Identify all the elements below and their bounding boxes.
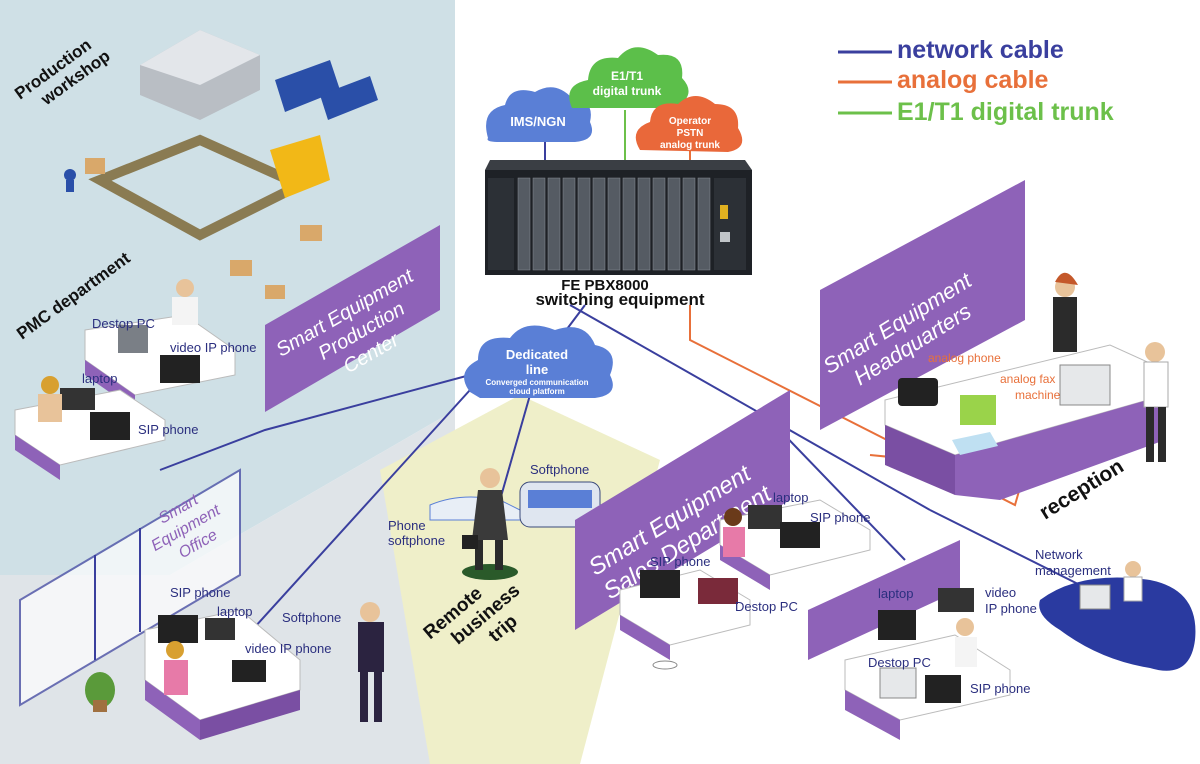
legend-analog-label: analog cable: [897, 66, 1049, 94]
legend-network-label: network cable: [897, 36, 1064, 64]
office-video-phone-label: video IP phone: [245, 641, 332, 656]
network-cable-to-mgmt: [929, 509, 1091, 591]
dedicated-line-label-1: Dedicated: [506, 347, 568, 362]
network-cable-to-pmc: [159, 374, 471, 471]
br-laptop-label: laptop: [878, 586, 913, 601]
sales-laptop-label: laptop: [773, 490, 808, 505]
e1t1-cloud-label-2: digital trunk: [593, 84, 662, 98]
trip-phone-softphone-label-1: Phone: [388, 518, 426, 533]
legend-trunk-label: E1/T1 digital trunk: [897, 98, 1114, 126]
office-illustration: [19, 468, 384, 740]
pmc-sip-phone-label: SIP phone: [138, 422, 198, 437]
trip-softphone-label: Softphone: [530, 462, 589, 477]
pstn-cloud: Operator PSTN analog trunk: [635, 96, 743, 152]
dedicated-line-label-2: line: [526, 362, 548, 377]
br-video-label-1: video: [985, 585, 1016, 600]
branch-desk: [844, 588, 1011, 740]
headquarters-wall: Smart Equipment Headquarters: [819, 180, 1025, 430]
sales-desktop-pc-label: Destop PC: [735, 599, 798, 614]
office-zone-bg: [0, 410, 455, 764]
pbx-device-name: FE PBX8000: [561, 277, 649, 294]
ims-cloud: IMS/NGN: [486, 87, 593, 142]
network-management-illustration: [1039, 561, 1196, 671]
pstn-cloud-label-3: analog trunk: [660, 140, 720, 151]
ims-cloud-label: IMS/NGN: [510, 114, 566, 129]
br-desktop-pc-label: Destop PC: [868, 655, 931, 670]
production-workshop-illustration: [64, 30, 378, 299]
dedicated-line-label-3: Converged communication: [485, 378, 588, 387]
sales-desks: [619, 499, 871, 670]
branch-wall: [808, 540, 960, 660]
e1t1-cloud-label-1: E1/T1: [611, 69, 643, 83]
sales-sip-phone-label: SIP phone: [810, 510, 870, 525]
br-sip-phone-label: SIP phone: [970, 681, 1030, 696]
pmc-desks: [14, 279, 236, 480]
pstn-cloud-label-1: Operator: [669, 116, 711, 127]
e1t1-cloud: E1/T1 digital trunk: [569, 47, 689, 108]
sales-sip-phone-2-label: SIP phone: [650, 554, 710, 569]
production-center-wall: Smart Equipment Production Center: [265, 225, 440, 412]
legend: network cable analog cable E1/T1 digital…: [838, 36, 1114, 126]
dedicated-line-cloud: Dedicated line Converged communication c…: [464, 325, 613, 398]
office-sip-phone-label: SIP phone: [170, 585, 230, 600]
pbx-device: FE PBX8000 switching equipment: [485, 160, 752, 309]
pmc-video-phone-label: video IP phone: [170, 340, 257, 355]
pstn-cloud-label-2: PSTN: [677, 128, 704, 139]
net-mgmt-label-1: Network: [1035, 547, 1083, 562]
network-cable-to-sales: [569, 304, 931, 511]
hq-analog-fax-label-2: machine: [1015, 388, 1061, 402]
hq-analog-phone-label: analog phone: [928, 351, 1001, 365]
network-cable-sales-desk: [769, 419, 906, 561]
pmc-laptop-label: laptop: [82, 371, 117, 386]
dedicated-line-label-4: cloud platform: [509, 387, 565, 396]
office-laptop-label: laptop: [217, 604, 252, 619]
br-video-label-2: IP phone: [985, 601, 1037, 616]
reception-desk: [884, 272, 1169, 500]
trip-phone-softphone-label-2: softphone: [388, 533, 445, 548]
net-mgmt-label-2: management: [1035, 563, 1111, 578]
pmc-desktop-pc-label: Destop PC: [92, 316, 155, 331]
network-cable-to-trip: [499, 394, 531, 501]
pbx-device-subtitle: switching equipment: [535, 290, 704, 309]
hq-analog-fax-label-1: analog fax: [1000, 372, 1055, 386]
office-softphone-label: Softphone: [282, 610, 341, 625]
remote-trip-illustration: [429, 468, 601, 580]
